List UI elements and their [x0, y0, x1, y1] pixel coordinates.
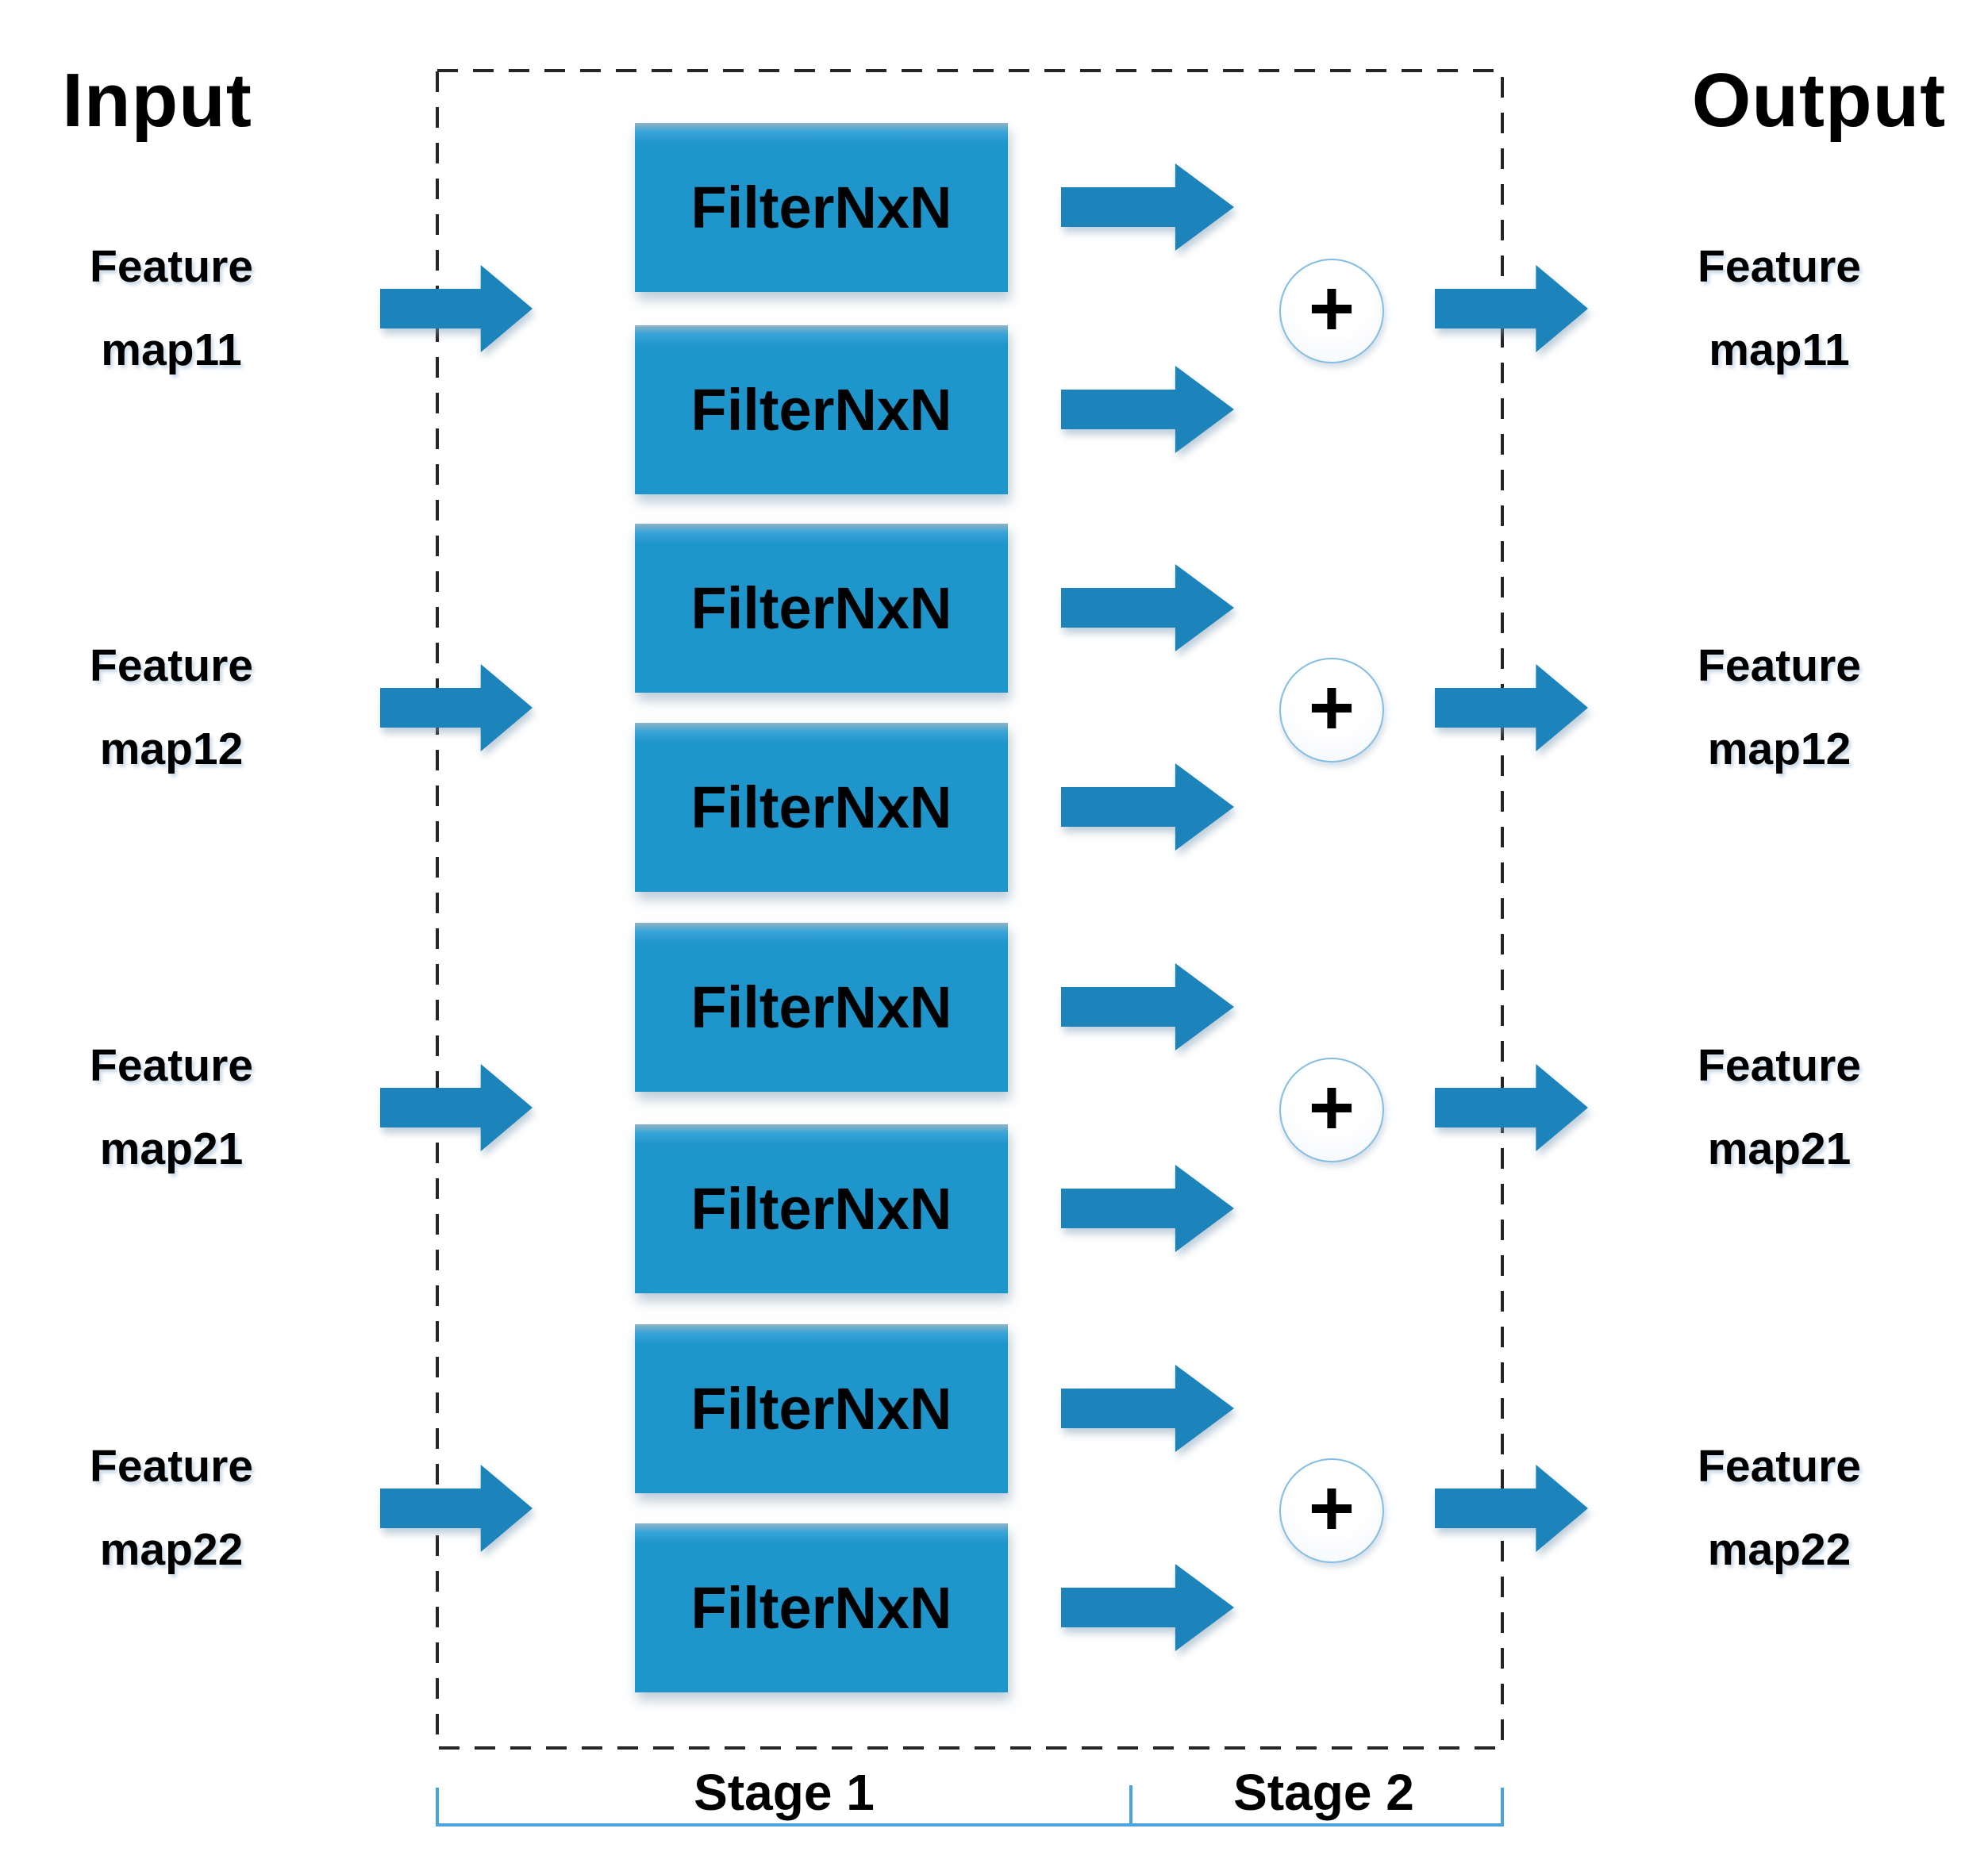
label-line: map21 [99, 1124, 244, 1174]
input-arrow-icon [380, 265, 533, 352]
input-feature-map11-label: Feature map11 [0, 225, 346, 392]
sum-output-arrow-icon [1435, 265, 1588, 352]
filter-box: FilterNxN [635, 123, 1008, 292]
sum-node: + [1279, 1458, 1384, 1563]
label-line: Feature [1698, 1040, 1861, 1091]
filter-box: FilterNxN [635, 1124, 1008, 1293]
label-line: map21 [1707, 1124, 1851, 1174]
input-arrow-icon [380, 1465, 533, 1552]
label-line: map11 [1709, 325, 1850, 375]
sum-node: + [1279, 259, 1384, 363]
label-line: map22 [99, 1524, 244, 1575]
label-line: map12 [1707, 724, 1851, 774]
output-feature-map21-label: Feature map21 [1605, 1024, 1954, 1191]
input-feature-map21-label: Feature map21 [0, 1024, 346, 1191]
stage-1-label: Stage 1 [694, 1764, 875, 1821]
filter-box-label: FilterNxN [690, 974, 952, 1040]
sum-node: + [1279, 658, 1384, 762]
filter-box-label: FilterNxN [690, 774, 952, 840]
input-feature-map12-label: Feature map12 [0, 624, 346, 791]
filter-box-label: FilterNxN [690, 1376, 952, 1442]
label-line: Feature [1698, 640, 1861, 691]
label-line: Feature [90, 1441, 253, 1492]
sum-output-arrow-icon [1435, 1064, 1588, 1151]
plus-icon: + [1308, 1063, 1355, 1152]
filter-box: FilterNxN [635, 1523, 1008, 1692]
label-line: Feature [1698, 241, 1861, 292]
output-feature-map11-label: Feature map11 [1605, 225, 1954, 392]
plus-icon: + [1308, 264, 1355, 353]
filter-box: FilterNxN [635, 923, 1008, 1092]
filter-output-arrow-icon [1061, 1564, 1234, 1651]
filter-output-arrow-icon [1061, 763, 1234, 851]
filter-box: FilterNxN [635, 1324, 1008, 1493]
label-line: map11 [101, 325, 242, 375]
filter-output-arrow-icon [1061, 163, 1234, 251]
filter-box-label: FilterNxN [690, 575, 952, 641]
filter-box-label: FilterNxN [690, 175, 952, 240]
filter-output-arrow-icon [1061, 366, 1234, 453]
filter-box-label: FilterNxN [690, 1575, 952, 1641]
input-arrow-icon [380, 664, 533, 751]
filter-output-arrow-icon [1061, 564, 1234, 651]
filter-box: FilterNxN [635, 325, 1008, 494]
filter-output-arrow-icon [1061, 1165, 1234, 1252]
plus-icon: + [1308, 663, 1355, 752]
output-feature-map12-label: Feature map12 [1605, 624, 1954, 791]
filter-box-label: FilterNxN [690, 1176, 952, 1242]
filter-box-label: FilterNxN [690, 377, 952, 443]
filter-box: FilterNxN [635, 524, 1008, 693]
label-line: Feature [90, 1040, 253, 1091]
input-arrow-icon [380, 1064, 533, 1151]
filter-output-arrow-icon [1061, 1365, 1234, 1452]
sum-output-arrow-icon [1435, 664, 1588, 751]
output-title: Output [1691, 58, 1947, 143]
output-feature-map22-label: Feature map22 [1605, 1425, 1954, 1592]
stage-2-label: Stage 2 [1233, 1764, 1414, 1821]
label-line: map22 [1707, 1524, 1851, 1575]
filter-output-arrow-icon [1061, 963, 1234, 1051]
sum-output-arrow-icon [1435, 1465, 1588, 1552]
label-line: Feature [90, 640, 253, 691]
input-feature-map22-label: Feature map22 [0, 1425, 346, 1592]
label-line: map12 [99, 724, 244, 774]
label-line: Feature [1698, 1441, 1861, 1492]
plus-icon: + [1308, 1464, 1355, 1553]
label-line: Feature [90, 241, 253, 292]
filter-box: FilterNxN [635, 723, 1008, 892]
sum-node: + [1279, 1058, 1384, 1162]
input-title: Input [62, 58, 252, 143]
